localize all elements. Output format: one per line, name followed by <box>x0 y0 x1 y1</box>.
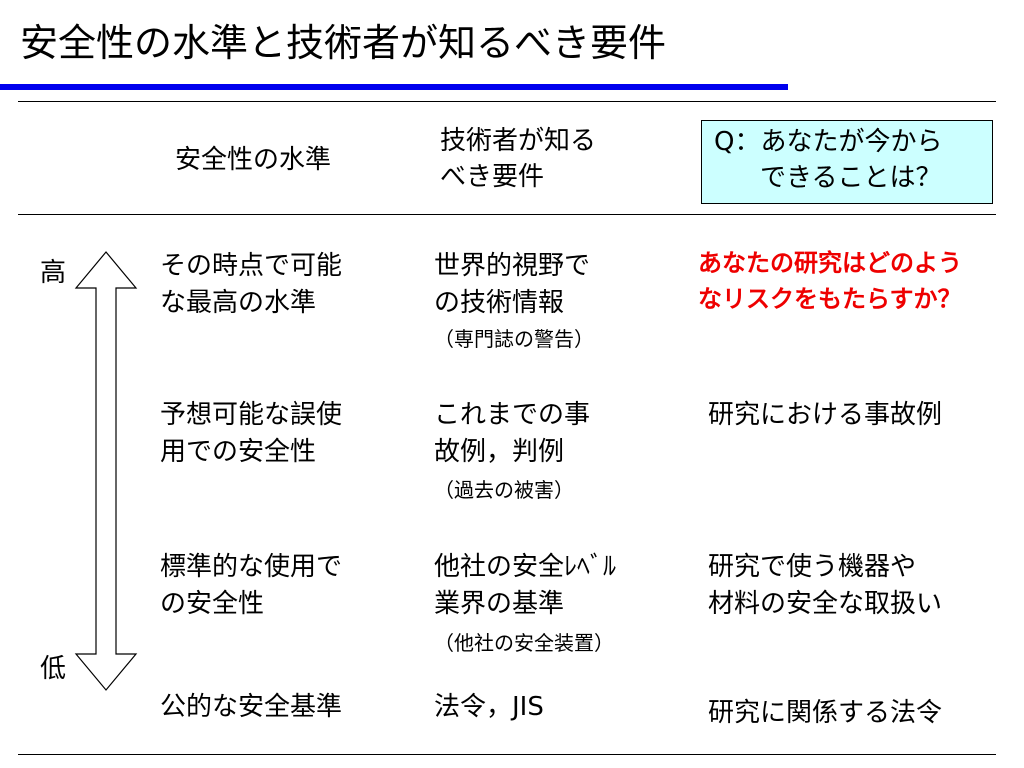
row3-level-line2: の安全性 <box>160 589 265 619</box>
high-low-arrow-icon <box>74 251 138 691</box>
slide-title: 安全性の水準と技術者が知るべき要件 <box>20 21 667 65</box>
row2-level-line1: 予想可能な誤使 <box>160 400 343 430</box>
row1-level-line1: その時点で可能 <box>160 251 343 281</box>
row1-level-line2: な最高の水準 <box>160 288 317 318</box>
question-line1: Q：あなたが今から <box>714 127 943 157</box>
header-bottom-rule <box>18 214 996 215</box>
axis-high-label: 高 <box>40 258 67 288</box>
row3-req-line1: 他社の安全ﾚﾍﾞﾙ <box>434 552 617 582</box>
row1-answer-line2: なリスクをもたらすか？ <box>698 285 962 313</box>
row3-answer-line2: 材料の安全な取扱い <box>708 589 943 619</box>
axis-low-label: 低 <box>40 654 67 684</box>
row2-req-note: （過去の被害） <box>434 478 574 502</box>
row4-level-line1: 公的な安全基準 <box>160 692 343 722</box>
header-requirements-line1: 技術者が知る <box>440 126 597 156</box>
question-line2: できることは？ <box>760 163 942 193</box>
table-bottom-rule <box>18 754 996 755</box>
row3-req-line2: 業界の基準 <box>434 589 565 619</box>
row2-answer-line1: 研究における事故例 <box>708 400 943 430</box>
row2-req-line1: これまでの事 <box>434 400 591 430</box>
table-top-rule <box>18 101 996 102</box>
row1-answer-line1: あなたの研究はどのよう <box>698 249 962 277</box>
row3-level-line1: 標準的な使用で <box>160 552 343 582</box>
question-box: Q：あなたが今から できることは？ <box>701 120 993 204</box>
title-underline <box>0 84 788 90</box>
row2-level-line2: 用での安全性 <box>160 437 317 467</box>
row3-answer-line1: 研究で使う機器や <box>708 552 917 582</box>
row1-req-line2: の技術情報 <box>434 288 565 318</box>
row3-req-note: （他社の安全装置） <box>434 631 614 655</box>
header-safety-level: 安全性の水準 <box>175 145 332 175</box>
header-requirements-line2: べき要件 <box>440 162 545 192</box>
row1-req-note: （専門誌の警告） <box>434 327 594 351</box>
row2-req-line2: 故例，判例 <box>434 437 565 467</box>
row4-answer-line1: 研究に関係する法令 <box>708 698 943 728</box>
row1-req-line1: 世界的視野で <box>434 251 591 281</box>
row4-req-line1: 法令，JIS <box>434 692 544 722</box>
